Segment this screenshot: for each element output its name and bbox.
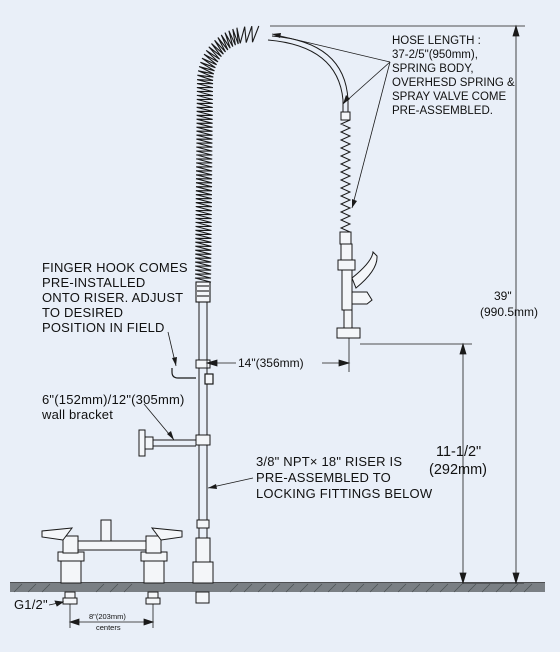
total-height-label: 39" (990.5mm) <box>480 289 538 319</box>
centers-label: 8"(203mm) centers <box>89 612 128 632</box>
finger-line-4: POSITION IN FIELD <box>42 320 165 335</box>
hose-line-1: 37-2/5"(950mm), <box>392 49 478 61</box>
spray-spring <box>339 111 352 245</box>
total-height-in: 39" <box>494 289 512 303</box>
centers-size: 8"(203mm) <box>89 612 126 621</box>
inlet-thread-leader <box>48 600 65 607</box>
dimension-reach <box>205 338 351 372</box>
wall-bracket <box>138 429 196 457</box>
finger-line-2: ONTO RISER. ADJUST <box>42 290 183 305</box>
hose-line-2: SPRING BODY, <box>392 63 474 75</box>
hose-length-text: HOSE LENGTH : 37-2/5"(950mm), SPRING BOD… <box>392 35 518 117</box>
finger-hook <box>171 368 214 385</box>
hose-line-3: OVERHESD SPRING & <box>392 77 515 89</box>
bracket-line-0: 6"(152mm)/12"(305mm) <box>42 392 185 407</box>
spray-height-in: 11-1/2" <box>436 444 481 460</box>
spray-height-mm: (292mm) <box>429 462 487 478</box>
overhead-hose <box>267 35 349 112</box>
riser-pipe <box>195 300 211 538</box>
dimension-total-height <box>270 24 525 585</box>
countertop <box>10 582 545 593</box>
spring-coil <box>194 25 260 303</box>
dimension-spray-height <box>360 342 472 585</box>
inlet-thread-label: G1/2" <box>14 597 48 612</box>
spray-height-label: 11-1/2" (292mm) <box>429 444 487 478</box>
spray-valve <box>336 243 378 339</box>
riser-line-2: LOCKING FITTINGS BELOW <box>256 486 433 501</box>
dimension-centers <box>68 604 155 628</box>
riser-line-0: 3/8" NPT× 18" RISER IS <box>256 454 402 469</box>
centers-word: centers <box>96 623 121 632</box>
hose-line-4: SPRAY VALVE COME <box>392 91 507 103</box>
riser-line-1: PRE-ASSEMBLED TO <box>256 470 391 485</box>
wall-bracket-text: 6"(152mm)/12"(305mm) wall bracket <box>41 392 188 422</box>
finger-hook-text: FINGER HOOK COMES PRE-INSTALLED ONTO RIS… <box>42 260 192 335</box>
finger-line-3: TO DESIRED <box>42 305 123 320</box>
deck-faucet-base <box>41 519 214 605</box>
hose-line-5: PRE-ASSEMBLED. <box>392 105 493 117</box>
finger-line-1: PRE-INSTALLED <box>42 275 146 290</box>
finger-line-0: FINGER HOOK COMES <box>42 260 188 275</box>
reach-label: 14"(356mm) <box>238 356 304 370</box>
riser-text: 3/8" NPT× 18" RISER IS PRE-ASSEMBLED TO … <box>256 454 433 501</box>
leader-arrowheads <box>167 33 357 489</box>
total-height-mm: (990.5mm) <box>480 305 538 319</box>
bracket-line-1: wall bracket <box>41 407 113 422</box>
hose-line-0: HOSE LENGTH : <box>392 35 481 47</box>
